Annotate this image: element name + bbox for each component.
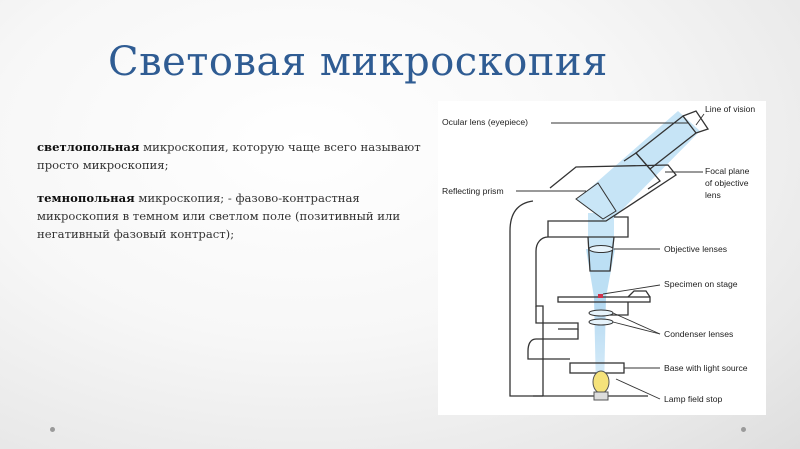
paragraph-brightfield-text: микроскопия, которую чаще всего называют… (37, 140, 421, 172)
label-reflecting-prism: Reflecting prism (442, 186, 504, 196)
label-specimen-on-stage: Specimen on stage (664, 279, 738, 289)
label-condenser-lenses: Condenser lenses (664, 329, 733, 339)
label-line-of-vision: Line of vision (705, 104, 755, 114)
slide-body: светлопольная микроскопия, которую чаще … (37, 138, 429, 258)
label-objective-lenses: Objective lenses (664, 244, 727, 254)
slide-title: Световая микроскопия (108, 39, 608, 85)
term-darkfield: темнопольная (37, 191, 135, 205)
paragraph-darkfield-text: микроскопия; - фазово-контрастная микрос… (37, 191, 401, 241)
objective-lens (588, 245, 614, 253)
microscope-diagram: Ocular lens (eyepiece) Line of vision Fo… (438, 101, 766, 415)
corner-dot-right (741, 427, 746, 432)
label-ocular-lens: Ocular lens (eyepiece) (442, 117, 528, 127)
label-base-with-light-source: Base with light source (664, 363, 748, 373)
label-focal-plane-1: Focal plane (705, 166, 750, 176)
label-focal-plane-2: of objective (705, 178, 749, 188)
leader-lines (516, 113, 705, 400)
paragraph-darkfield: темнопольная микроскопия; - фазово-контр… (37, 189, 429, 243)
specimen (598, 294, 603, 298)
corner-dot-left (50, 427, 55, 432)
reflecting-prism (575, 182, 617, 220)
label-lamp-field-stop: Lamp field stop (664, 394, 723, 404)
label-focal-plane-3: lens (705, 190, 721, 200)
microscope-diagram-svg: Ocular lens (eyepiece) Line of vision Fo… (442, 104, 755, 404)
paragraph-brightfield: светлопольная микроскопия, которую чаще … (37, 138, 429, 174)
lamp (592, 370, 610, 401)
term-brightfield: светлопольная (37, 140, 140, 154)
